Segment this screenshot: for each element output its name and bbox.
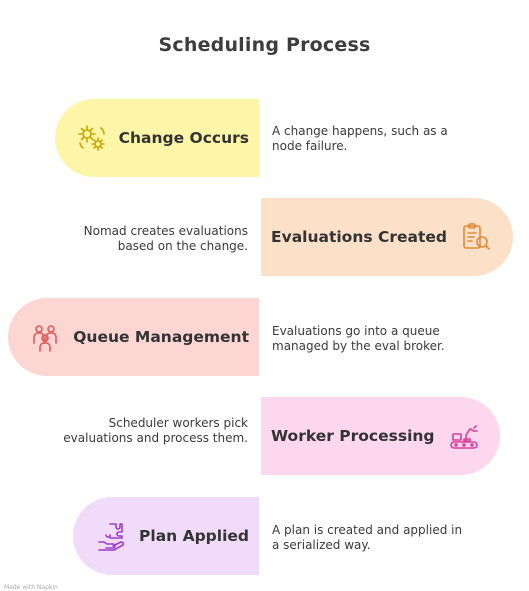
robot-arm-conveyor-icon — [447, 419, 481, 453]
step-label: Evaluations Created — [271, 228, 447, 246]
step-queue-management: Queue Management — [8, 298, 259, 376]
step-description: A change happens, such as a node failure… — [272, 124, 448, 153]
step-description: Scheduler workers pick evaluations and p… — [63, 416, 248, 445]
step-description: Evaluations go into a queue managed by t… — [272, 324, 445, 353]
footer-credit: Made with Napkin — [4, 584, 58, 591]
step-label: Plan Applied — [139, 527, 249, 545]
step-plan-applied: Plan Applied — [73, 497, 259, 575]
step-description: Nomad creates evaluations based on the c… — [83, 224, 248, 253]
step-label: Queue Management — [73, 328, 249, 346]
step-description: A plan is created and applied in a seria… — [272, 523, 463, 552]
page-title: Scheduling Process — [158, 34, 371, 56]
step-label: Change Occurs — [118, 129, 249, 147]
puzzle-hand-icon — [95, 519, 129, 553]
people-group-icon — [29, 320, 63, 354]
clipboard-search-icon — [459, 220, 493, 254]
step-change-occurs: Change Occurs — [55, 99, 259, 177]
step-worker-processing: Worker Processing — [261, 397, 500, 475]
step-label: Worker Processing — [271, 427, 435, 445]
step-evaluations-created: Evaluations Created — [261, 198, 513, 276]
gears-icon — [75, 121, 109, 155]
